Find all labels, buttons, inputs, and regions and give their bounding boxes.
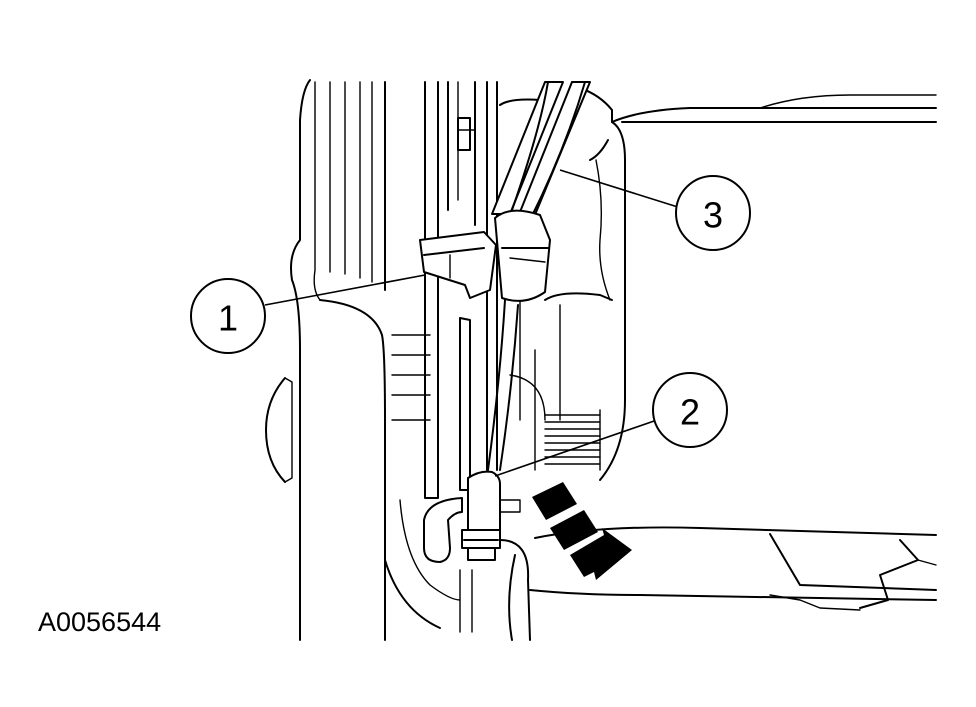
trim-panel	[265, 79, 461, 641]
rod-clip	[419, 231, 497, 299]
callout-1-number: 1	[218, 298, 238, 339]
latch-housing	[457, 87, 937, 481]
callout-2: 2	[652, 372, 728, 448]
callout-2-circle	[652, 372, 728, 448]
callout-2-number: 2	[680, 392, 700, 433]
callout-3-circle	[675, 175, 751, 251]
j-hook	[423, 497, 463, 563]
cable-sheath	[491, 81, 591, 223]
callout-1-circle	[190, 278, 266, 354]
motion-arrow	[532, 482, 632, 580]
callout-1: 1	[190, 278, 266, 354]
cable-clamp	[494, 209, 551, 302]
callout-3-number: 3	[703, 195, 723, 236]
sill-panel	[529, 526, 937, 611]
rod-channel	[424, 81, 498, 633]
callout-leaders	[264, 169, 682, 477]
cable-wire	[487, 299, 531, 641]
cable-end-fitting	[461, 470, 521, 561]
callout-3: 3	[675, 175, 751, 251]
figure-id-label: A0056544	[38, 607, 161, 637]
